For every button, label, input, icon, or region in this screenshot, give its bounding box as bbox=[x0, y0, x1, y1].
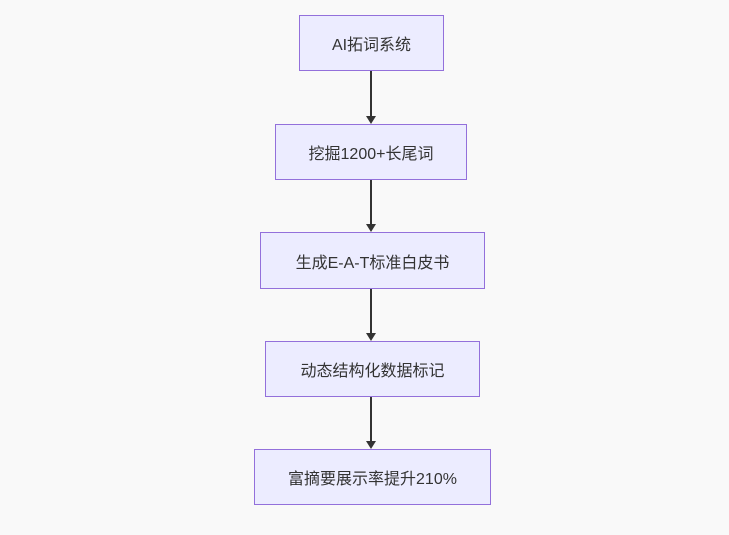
flow-arrow-4 bbox=[365, 397, 377, 449]
flow-node-label: 生成E-A-T标准白皮书 bbox=[295, 254, 450, 272]
flow-node-ai-word-system: AI拓词系统 bbox=[299, 15, 444, 71]
arrow-line bbox=[370, 71, 372, 116]
flow-node-label: 挖掘1200+长尾词 bbox=[308, 146, 434, 163]
arrow-line bbox=[370, 397, 372, 441]
flow-node-rich-snippet-result: 富摘要展示率提升210% bbox=[254, 449, 491, 505]
arrowhead-down-icon bbox=[366, 333, 376, 341]
flow-node-label: 富摘要展示率提升210% bbox=[288, 471, 457, 488]
arrowhead-down-icon bbox=[366, 441, 376, 449]
flow-node-longtail-mining: 挖掘1200+长尾词 bbox=[275, 124, 467, 180]
flow-arrow-1 bbox=[365, 71, 377, 124]
arrowhead-down-icon bbox=[366, 224, 376, 232]
flow-node-label: 动态结构化数据标记 bbox=[300, 363, 445, 380]
flow-node-label: AI拓词系统 bbox=[331, 37, 412, 54]
flow-node-eat-whitepaper: 生成E-A-T标准白皮书 bbox=[260, 232, 485, 289]
flow-arrow-3 bbox=[365, 289, 377, 341]
flow-arrow-2 bbox=[365, 180, 377, 232]
arrow-line bbox=[370, 180, 372, 224]
flow-node-structured-data-markup: 动态结构化数据标记 bbox=[265, 341, 480, 397]
arrowhead-down-icon bbox=[366, 116, 376, 124]
arrow-line bbox=[370, 289, 372, 333]
